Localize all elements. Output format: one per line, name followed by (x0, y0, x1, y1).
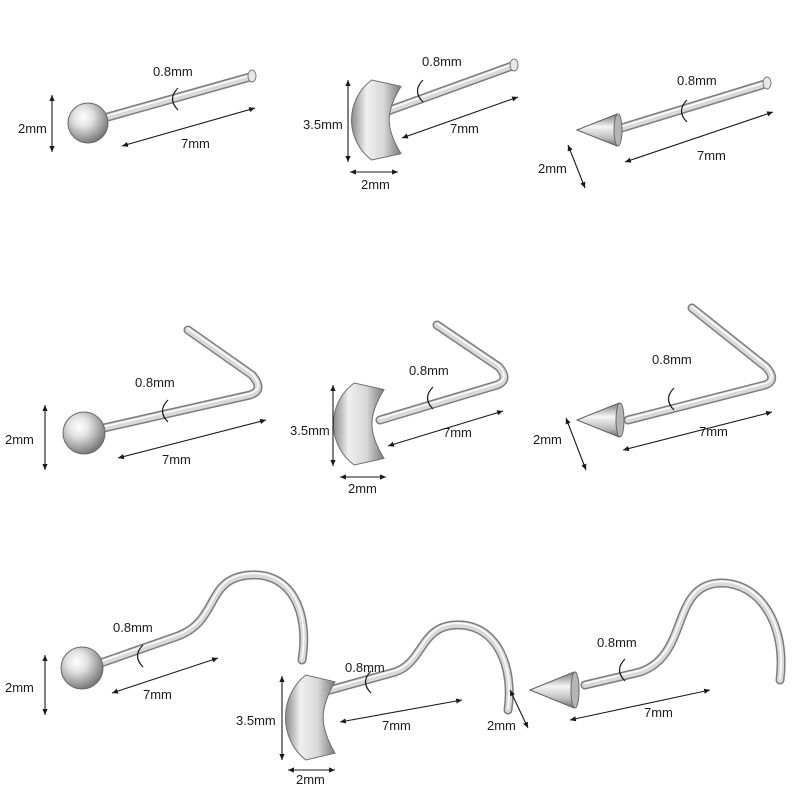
item4-length-label: 7mm (162, 452, 191, 467)
item9-length-label: 7mm (644, 705, 673, 720)
post-7-shine (94, 572, 305, 665)
dim-length-5 (387, 410, 504, 447)
ball-head-7 (60, 646, 104, 690)
item1-head-label: 2mm (18, 121, 47, 136)
dim-length-4 (117, 418, 267, 460)
item7-head-label: 2mm (5, 680, 34, 695)
item5-head-height-label: 3.5mm (290, 423, 330, 438)
dim-length-8 (339, 698, 463, 724)
dim-length-2 (401, 96, 519, 139)
item8-head-width-label: 2mm (296, 772, 325, 787)
post-6-body (625, 305, 775, 423)
moon-head-5 (333, 382, 385, 466)
gauge-mark-8 (364, 670, 372, 694)
ball-head-4 (62, 411, 106, 455)
dim-head-6 (565, 417, 587, 471)
dim-head-3 (567, 144, 586, 189)
item9-gauge-label: 0.8mm (597, 635, 637, 650)
item5-gauge-label: 0.8mm (409, 363, 449, 378)
item2-length-label: 7mm (450, 121, 479, 136)
post-2-end (509, 58, 519, 72)
spike-head-6 (575, 402, 623, 438)
item8-head-height-label: 3.5mm (236, 713, 276, 728)
item6-gauge-label: 0.8mm (652, 352, 692, 367)
dim-length-6 (622, 410, 773, 452)
item9-head-label: 2mm (487, 718, 516, 733)
post-9-shine (584, 580, 782, 685)
dim-length-1 (121, 107, 256, 147)
spike-head-9-base (570, 671, 580, 709)
item3-gauge-label: 0.8mm (677, 73, 717, 88)
post-2-body (382, 63, 515, 115)
item3-length-label: 7mm (697, 148, 726, 163)
post-3-end (762, 76, 772, 90)
item5-head-width-label: 2mm (348, 481, 377, 496)
item3-head-label: 2mm (538, 161, 567, 176)
item4-head-label: 2mm (5, 432, 34, 447)
moon-head-8 (285, 674, 336, 761)
item2-head-height-label: 3.5mm (303, 117, 343, 132)
dim-head-9 (509, 689, 529, 729)
dim-length-7 (111, 657, 219, 694)
post-1-shine (89, 74, 251, 122)
item4-gauge-label: 0.8mm (135, 375, 175, 390)
gauge-mark-6 (667, 387, 675, 411)
post-4-shine (94, 327, 259, 430)
item7-length-label: 7mm (143, 687, 172, 702)
gauge-mark-5 (426, 386, 434, 410)
post-2-shine (384, 63, 513, 112)
dimension-lines-layer (42, 79, 774, 773)
item1-gauge-label: 0.8mm (153, 64, 193, 79)
item1-length-label: 7mm (181, 136, 210, 151)
post-3-body (612, 81, 768, 133)
item7-gauge-label: 0.8mm (113, 620, 153, 635)
spike-head-3-base (613, 113, 623, 147)
item5-length-label: 7mm (443, 425, 472, 440)
item2-gauge-label: 0.8mm (422, 54, 462, 69)
moon-head-2 (351, 79, 402, 161)
dim-length-3 (624, 111, 774, 163)
post-1-body (87, 74, 253, 125)
item8-gauge-label: 0.8mm (345, 660, 385, 675)
gauge-mark-9 (618, 658, 626, 682)
post-8-shine (329, 622, 510, 710)
post-5-shine (379, 322, 505, 420)
spike-head-9 (528, 671, 578, 709)
dim-length-9 (569, 688, 711, 722)
item8-length-label: 7mm (382, 718, 411, 733)
ball-head-1 (67, 102, 109, 144)
post-9-edge (580, 578, 786, 690)
item6-length-label: 7mm (699, 424, 728, 439)
post-3-shine (614, 81, 766, 130)
item2-head-width-label: 2mm (361, 177, 390, 192)
heads-layer (60, 58, 772, 761)
post-1-end (247, 69, 257, 83)
spike-head-6-base (615, 402, 625, 438)
item6-head-label: 2mm (533, 432, 562, 447)
post-6-shine (627, 305, 773, 420)
posts-layer (85, 61, 786, 715)
post-4-edge (90, 325, 263, 435)
